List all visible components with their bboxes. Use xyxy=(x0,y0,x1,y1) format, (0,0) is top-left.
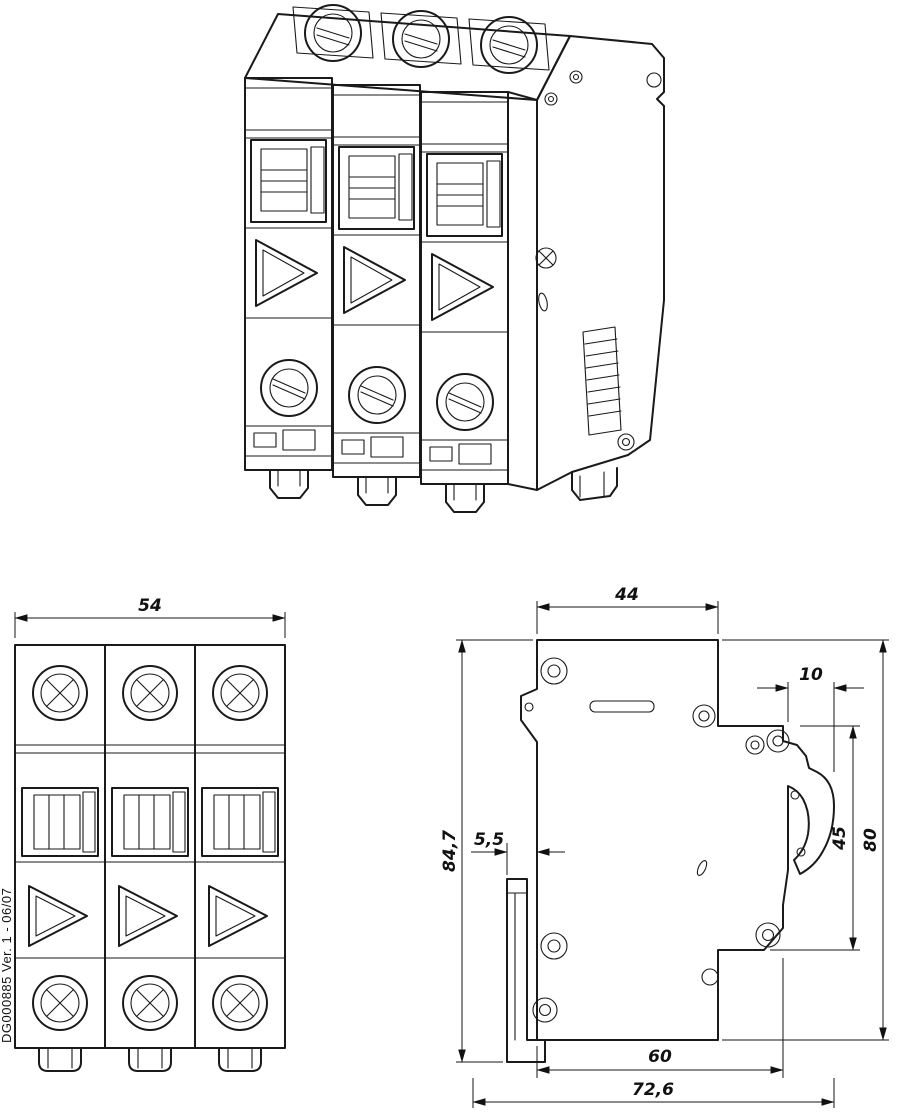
housing-rivet xyxy=(692,704,716,728)
dimension-depth: 60 xyxy=(536,958,784,1078)
dim-total-height-label: 84,7 xyxy=(440,830,460,872)
pole-1 xyxy=(244,77,333,499)
housing-rivet xyxy=(701,968,719,986)
clamp-pivot xyxy=(796,847,806,857)
dim-rail-lip-label: 5,5 xyxy=(474,830,504,850)
pole-2 xyxy=(105,666,195,1071)
side-slot xyxy=(538,292,548,312)
top-face xyxy=(244,13,571,101)
din-clip xyxy=(571,467,618,501)
side-view: 44 10 45 80 84,7 xyxy=(440,585,889,1108)
side-screw xyxy=(535,247,557,269)
side-profile xyxy=(520,639,835,1041)
case-edge-strip xyxy=(507,91,538,491)
terminal-screw xyxy=(755,922,781,948)
top-screw-2 xyxy=(380,10,462,68)
dimension-front-width: 54 xyxy=(14,596,286,638)
vent-slot xyxy=(589,700,655,713)
pole-3 xyxy=(420,91,509,513)
isometric-view xyxy=(244,4,665,513)
din-rail-clip xyxy=(506,878,546,1063)
dim-depth-label: 60 xyxy=(648,1047,672,1067)
dimension-rail-lip: 5,5 xyxy=(471,830,565,875)
dimension-total-height: 84,7 xyxy=(440,639,533,1063)
pole-3 xyxy=(195,666,285,1071)
rating-label-plate xyxy=(582,326,622,436)
housing-rivet xyxy=(569,70,583,84)
dimension-terminal-height: 45 xyxy=(770,725,860,951)
dim-clamp-opening-label: 10 xyxy=(799,665,823,685)
side-slot xyxy=(696,860,708,876)
side-face xyxy=(536,35,665,491)
tab-hole xyxy=(524,702,534,712)
dim-top-width-label: 44 xyxy=(614,585,639,605)
pole-1 xyxy=(15,666,105,1071)
housing-rivet xyxy=(540,657,568,685)
dim-terminal-height-label: 45 xyxy=(830,826,850,851)
side-hole xyxy=(617,433,635,451)
dim-total-depth-label: 72,6 xyxy=(632,1080,674,1100)
breaker-body xyxy=(14,644,286,1049)
dimension-height: 80 xyxy=(722,639,889,1041)
housing-rivet xyxy=(540,932,568,960)
dimension-top-width: 44 xyxy=(536,585,719,634)
dimension-clamp-opening: 10 xyxy=(757,665,864,772)
front-view: 54 DG000885 Ver. 1 - 06/07 xyxy=(0,596,286,1071)
dim-front-width-label: 54 xyxy=(138,596,162,616)
housing-rivet xyxy=(544,92,558,106)
dimension-total-depth: 72,6 xyxy=(472,1078,835,1108)
part-number-label: DG000885 Ver. 1 - 06/07 xyxy=(0,888,14,1043)
housing-rivet xyxy=(532,997,558,1023)
dim-height-label: 80 xyxy=(861,828,881,852)
pole-2 xyxy=(332,84,421,506)
side-hole xyxy=(646,72,662,88)
terminal-rivet xyxy=(766,729,790,753)
top-screw-1 xyxy=(292,4,374,62)
top-screw-3 xyxy=(468,16,550,74)
terminal-rivet xyxy=(745,735,765,755)
clamp-pivot xyxy=(790,790,800,800)
